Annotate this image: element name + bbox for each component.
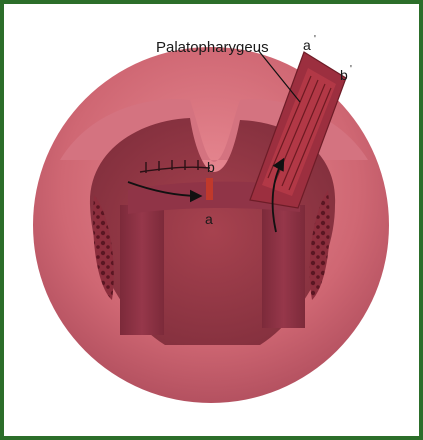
- label-b-prime-mark: ': [350, 64, 352, 75]
- incision-marker: [206, 178, 213, 200]
- left-pillar-shade: [120, 205, 164, 335]
- label-a-prime-letter: a: [303, 37, 311, 53]
- label-b: b: [207, 159, 215, 175]
- palatopharyngeus-label: Palatopharygeus: [156, 39, 269, 56]
- label-a-prime: a ': [303, 34, 316, 53]
- label-a: a: [205, 211, 213, 227]
- label-b-prime: b ': [340, 64, 352, 83]
- right-pillar: [262, 205, 305, 328]
- label-a-prime-mark: ': [314, 34, 316, 45]
- label-b-prime-letter: b: [340, 67, 348, 83]
